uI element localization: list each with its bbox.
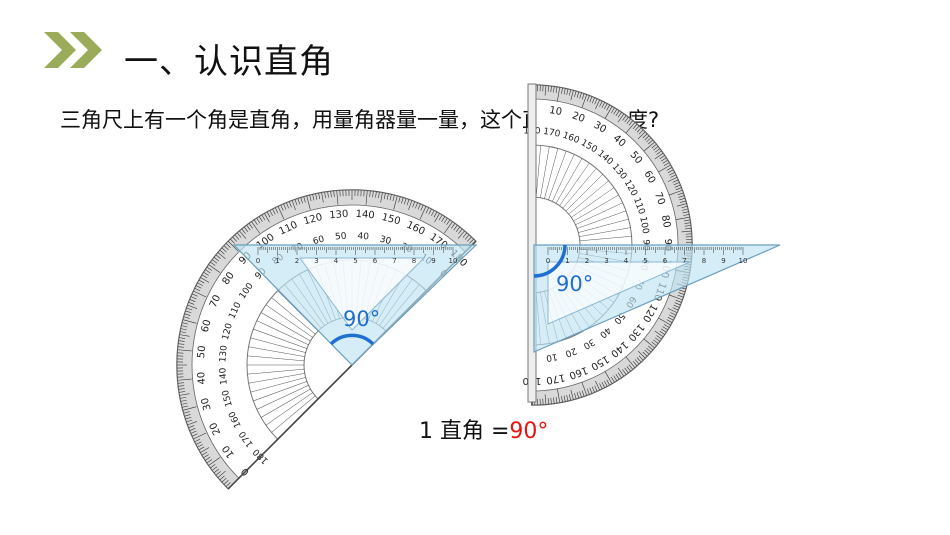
ruler-number: 3 <box>314 257 318 265</box>
equation-value: 90° <box>509 419 549 444</box>
protractor-outer-number: 70 <box>652 191 667 207</box>
ruler-number: 10 <box>449 257 458 265</box>
ruler-number: 8 <box>412 257 416 265</box>
protractor-outer-number: 20 <box>208 421 223 437</box>
ruler-number: 2 <box>585 257 589 265</box>
protractor-inner-number: 60 <box>312 234 326 247</box>
protractor-inner-number: 40 <box>357 232 370 243</box>
protractor-outer-number: 10 <box>548 105 562 118</box>
page-title: 一、认识直角 <box>124 42 334 82</box>
ruler-number: 6 <box>373 257 378 265</box>
protractor-outer-number: 30 <box>200 396 214 411</box>
protractor-inner-number: 10 <box>545 351 558 363</box>
ruler-number: 1 <box>275 257 279 265</box>
protractor-outer-number: 130 <box>329 209 349 222</box>
ruler-number: 4 <box>334 257 339 265</box>
ruler-number: 5 <box>353 257 357 265</box>
ruler-number: 7 <box>682 257 686 265</box>
protractor-outer-number: 140 <box>355 209 375 222</box>
left-angle-label: 90° <box>343 307 380 331</box>
protractor-inner-number: 130 <box>218 345 229 363</box>
ruler-number: 9 <box>721 257 725 265</box>
ruler-number: 0 <box>546 257 550 265</box>
ruler-number: 10 <box>739 257 748 265</box>
protractor-inner-number: 120 <box>221 322 235 341</box>
protractor-inner-number: 140 <box>218 367 229 385</box>
protractor-outer-number: 60 <box>200 318 214 333</box>
ruler-number: 3 <box>604 257 608 265</box>
protractor-outer-number: 20 <box>570 110 586 125</box>
protractor-inner-number: 150 <box>221 388 235 407</box>
right-angle-label: 90° <box>556 272 593 296</box>
protractor-outer-number: 80 <box>659 214 672 228</box>
ruler-number: 8 <box>702 257 706 265</box>
protractor-outer-number: 60 <box>641 169 657 186</box>
double-chevron-icon <box>44 32 102 68</box>
ruler-number: 4 <box>624 257 629 265</box>
protractor-outer-number: 50 <box>196 345 208 359</box>
protractor-inner-number: 20 <box>563 345 577 358</box>
equation-left: 1 直角 = <box>419 419 510 444</box>
equation: 1 直角 =90° <box>419 413 548 445</box>
ruler-number: 2 <box>295 257 299 265</box>
protractor-outer-number: 70 <box>208 293 223 309</box>
ruler-number: 7 <box>392 257 396 265</box>
ruler-number: 5 <box>643 257 647 265</box>
protractor-outer-number: 150 <box>380 212 401 228</box>
protractor-inner-number: 50 <box>335 231 348 242</box>
ruler-number: 0 <box>256 257 260 265</box>
protractor-inner-number: 30 <box>378 235 392 248</box>
ruler-number: 6 <box>663 257 668 265</box>
protractor-inner-number: 100 <box>637 216 650 235</box>
protractor-outer-number: 120 <box>302 212 323 228</box>
protractor-outer-number: 170 <box>545 371 566 385</box>
protractor-inner-number: 170 <box>542 127 561 140</box>
protractor-outer-number: 40 <box>196 371 208 385</box>
ruler-number: 9 <box>431 257 435 265</box>
ruler-number: 1 <box>565 257 569 265</box>
